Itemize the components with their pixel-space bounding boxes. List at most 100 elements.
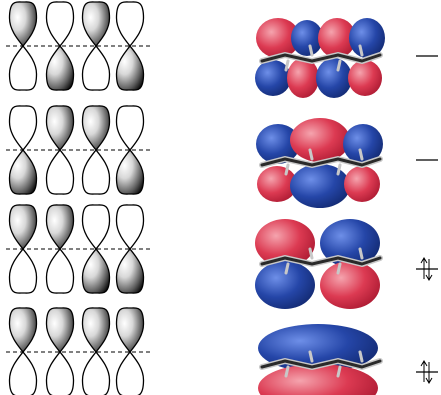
unshaded-lobe [115,204,145,251]
shaded-lobe [81,105,111,152]
hydrogen-bond [284,262,290,275]
unshaded-lobe [8,247,38,294]
unshaded-lobe [45,350,75,395]
hydrogen-bond [358,247,364,260]
p-orbital-lobes-icon [81,105,111,195]
shaded-lobe [115,307,145,354]
shaded-lobe [115,247,145,294]
shaded-lobe [81,1,111,48]
p-orbital-lobes-icon [8,105,38,195]
surface-lobe [316,58,352,98]
unshaded-lobe [45,247,75,294]
p-orbital-lobes-icon [45,204,75,294]
hydrogen-bond [284,365,290,378]
orbital-surface [255,18,385,98]
shaded-lobe [8,307,38,354]
surface-lobe [287,58,319,98]
surface-lobe [290,118,350,162]
unshaded-lobe [115,105,145,152]
p-orbital-lobes-icon [8,204,38,294]
unshaded-lobe [81,350,111,395]
unshaded-lobe [45,148,75,195]
shaded-lobe [115,44,145,91]
electron-up-arrow-icon [420,360,428,382]
hydrogen-bond [336,59,342,72]
surface-lobe [320,219,380,267]
shaded-lobe [45,44,75,91]
electron-up-arrow-icon [420,257,428,279]
shaded-lobe [8,148,38,195]
shaded-lobe [115,148,145,195]
p-orbital-lobes-icon [8,1,38,91]
hydrogen-bond [358,44,364,57]
hydrogen-bond [358,350,364,363]
electron-down-arrow-icon [425,362,433,384]
unshaded-lobe [115,350,145,395]
carbon-backbone [260,359,382,369]
unshaded-lobe [81,204,111,251]
surface-lobe [290,164,350,208]
orbital-surface [258,324,383,395]
surface-lobe [255,60,291,96]
surface-lobe [256,124,300,164]
shaded-lobe [45,307,75,354]
hydrogen-bond [308,247,314,260]
unshaded-lobe [81,148,111,195]
orbital-row [6,204,438,309]
hydrogen-bond [308,44,314,57]
surface-lobe [291,20,323,56]
unshaded-lobe [81,44,111,91]
hydrogen-bond [336,262,342,275]
surface-lobe [343,124,383,164]
p-orbital-lobes-icon [45,105,75,195]
p-orbital-lobes-icon [115,204,145,294]
p-orbital-lobes-icon [45,307,75,395]
hydrogen-bond [284,163,290,176]
shaded-lobe [81,247,111,294]
orbital-row [6,105,438,208]
surface-lobe [256,18,300,58]
hydrogen-bond [358,148,364,161]
shaded-lobe [8,204,38,251]
carbon-backbone [260,256,382,266]
orbital-row [6,1,438,98]
orbital-rows [6,1,438,395]
unshaded-lobe [115,1,145,48]
p-orbital-lobes-icon [8,307,38,395]
p-orbital-lobes-icon [45,1,75,91]
unshaded-lobe [8,350,38,395]
orbital-surface [256,118,383,208]
hydrogen-bond [308,350,314,363]
hydrogen-bond [336,163,342,176]
shaded-lobe [45,204,75,251]
surface-lobe [349,18,385,58]
electron-down-arrow-icon [425,259,433,281]
unshaded-lobe [8,105,38,152]
unshaded-lobe [8,44,38,91]
p-orbital-lobes-icon [81,204,111,294]
carbon-backbone [260,157,382,167]
hydrogen-bond [308,148,314,161]
p-orbital-lobes-icon [115,1,145,91]
surface-lobe [320,261,380,309]
p-orbital-lobes-icon [115,307,145,395]
hydrogen-bond [284,59,290,72]
p-orbital-lobes-icon [81,1,111,91]
orbital-surface [255,219,383,309]
surface-lobe [255,261,315,309]
unshaded-lobe [45,1,75,48]
surface-lobe [318,18,356,58]
p-orbital-lobes-icon [81,307,111,395]
orbital-row [6,307,438,395]
p-orbital-lobes-icon [115,105,145,195]
shaded-lobe [45,105,75,152]
shaded-lobe [81,307,111,354]
surface-lobe [348,60,382,96]
shaded-lobe [8,1,38,48]
surface-lobe [255,219,315,267]
carbon-backbone [260,53,382,63]
hydrogen-bond [336,365,342,378]
surface-lobe [344,166,380,202]
